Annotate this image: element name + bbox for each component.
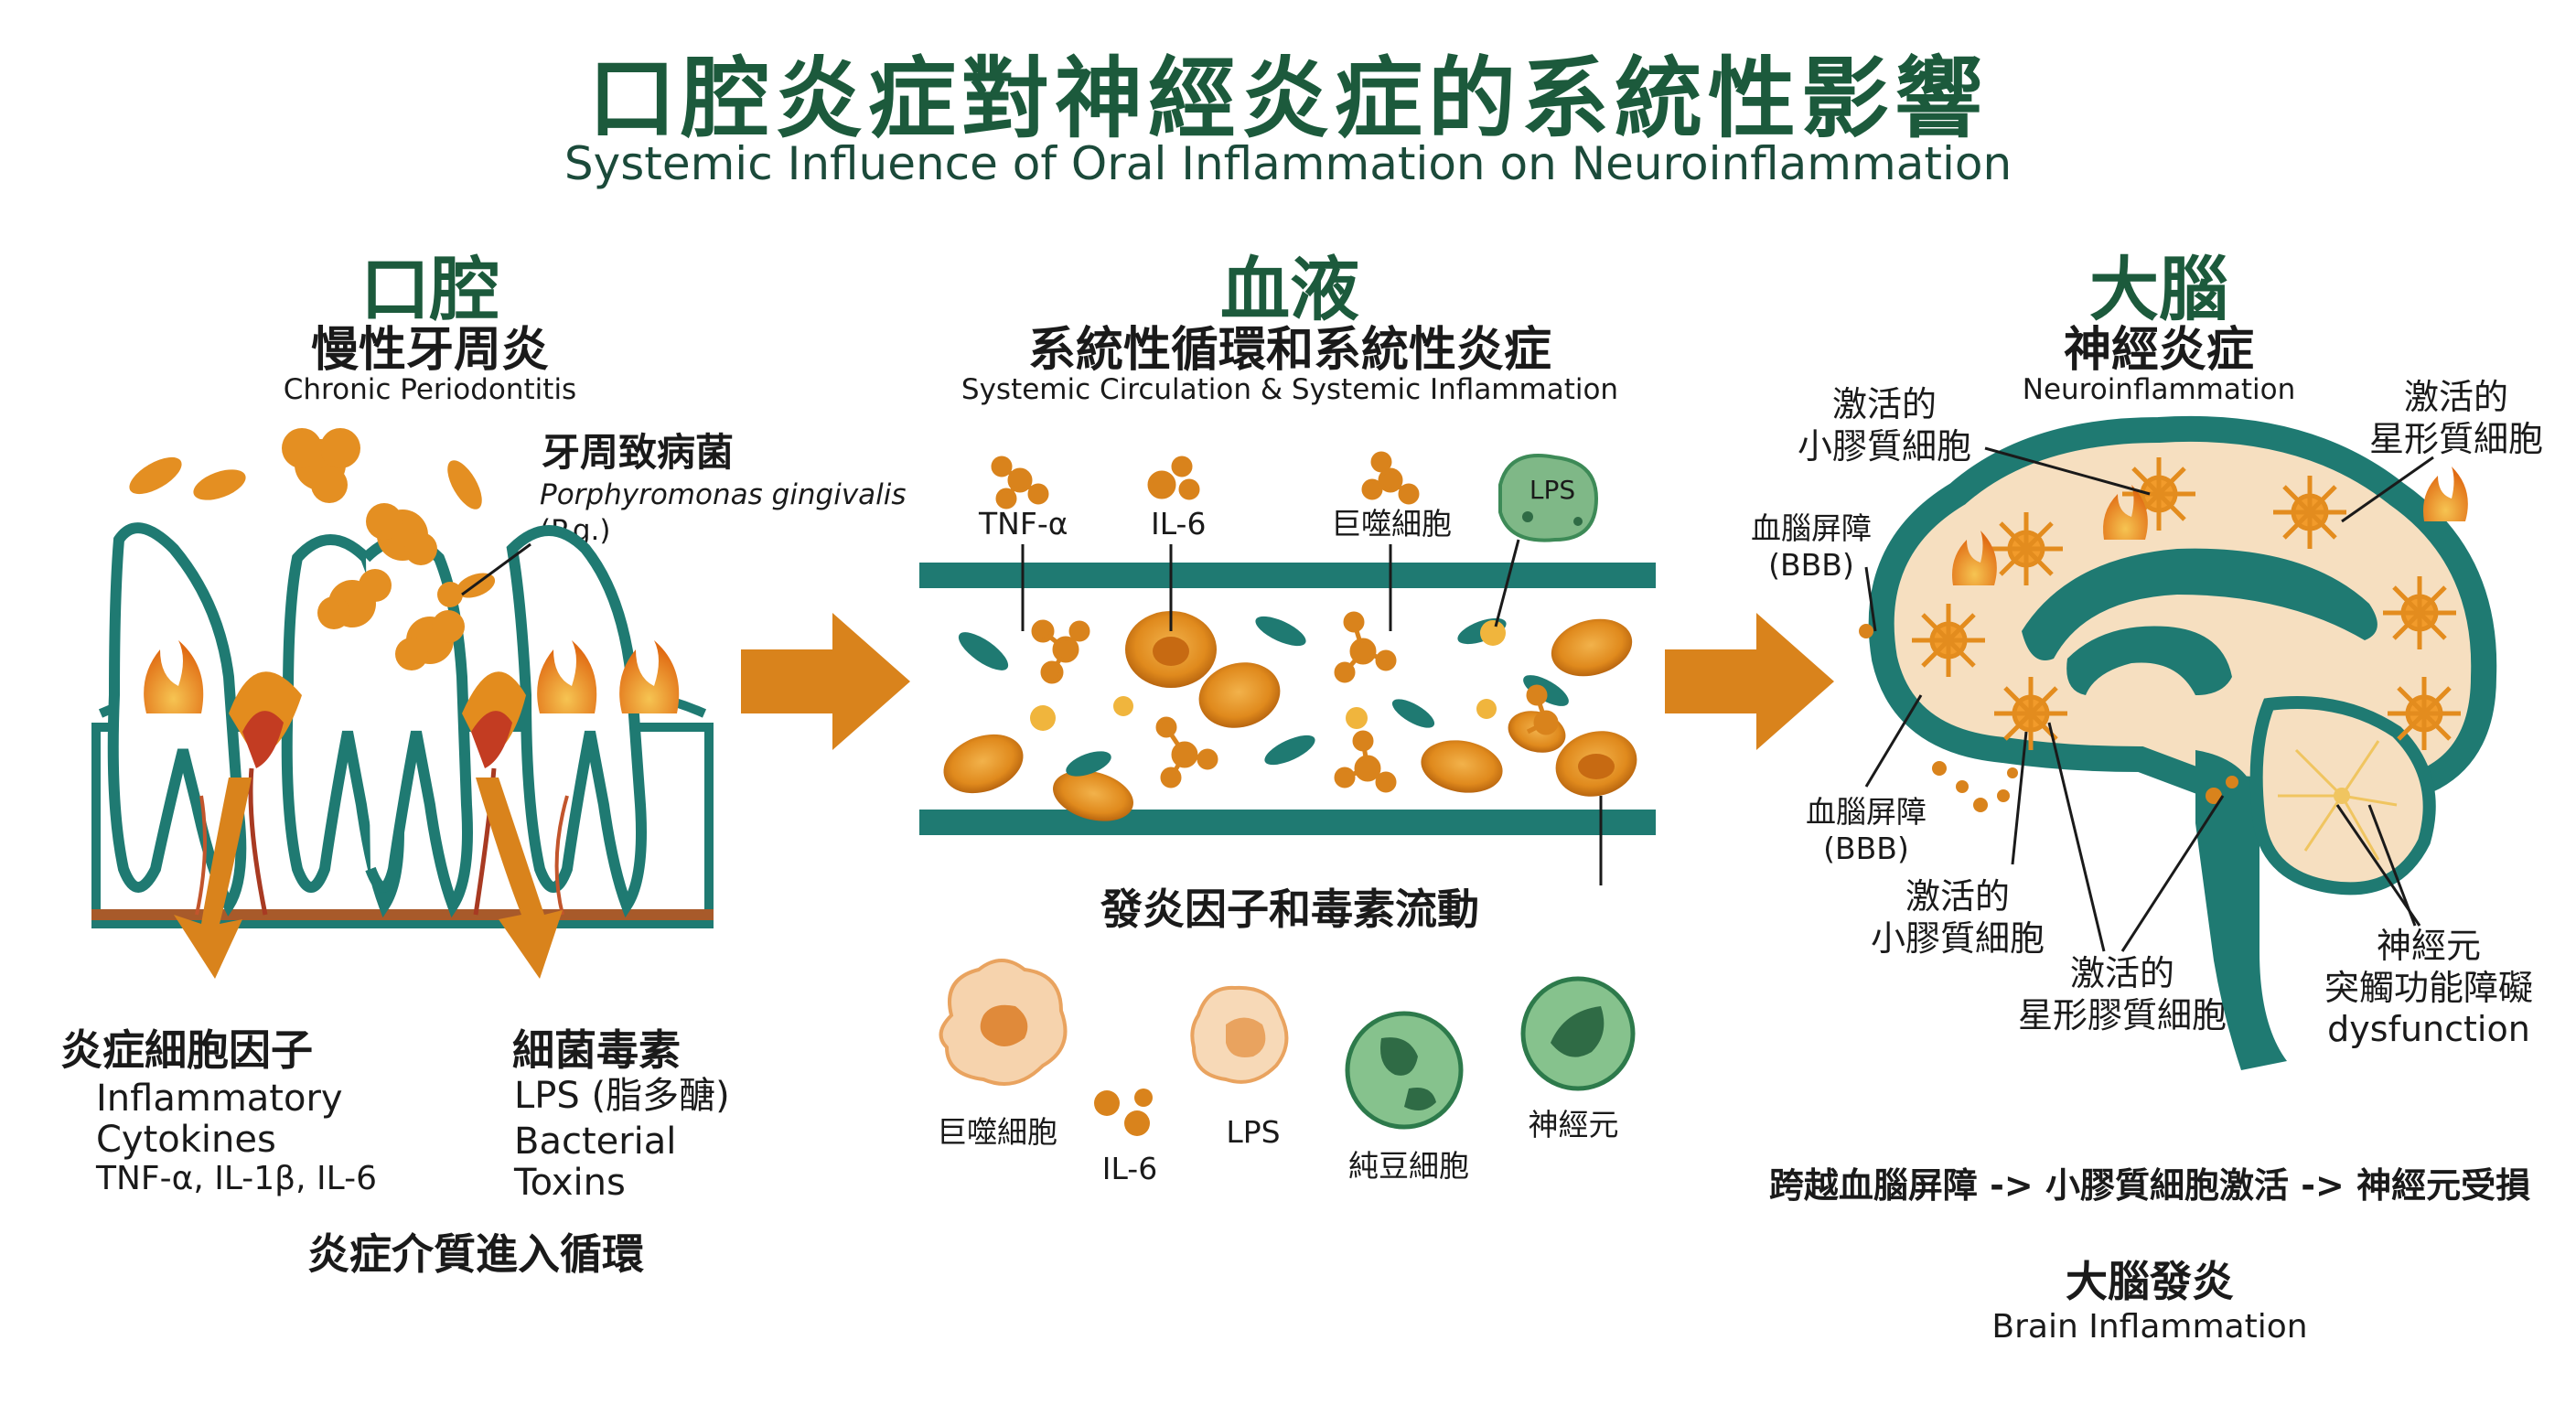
blood-label-tnf: TNF-α: [979, 506, 1068, 542]
legend-il6-dots: [1094, 1089, 1153, 1136]
legend-neutrophil-cell: [1345, 1011, 1464, 1130]
lps-particle: LPS: [1498, 454, 1599, 542]
legend-macrophage-label: 巨噬細胞: [937, 1114, 1057, 1150]
brain-microglia-bottom: 激活的 小膠質細胞: [1870, 876, 2045, 959]
legend-neuron-cell: [1520, 976, 1636, 1091]
brain-bbb-bottom: 血腦屏障 (BBB): [1806, 794, 1927, 866]
legend-lps-label: LPS: [1226, 1114, 1281, 1150]
brain-footer: 大腦發炎: [2066, 1257, 2234, 1306]
brain-neuron-dysfunction: 神經元 突觸功能障礙 dysfunction: [2324, 926, 2533, 1050]
brain-microglia-top: 激活的 小膠質細胞: [1797, 384, 1971, 467]
pathogen-label: 牙周致病菌: [542, 430, 735, 475]
oral-subtitle: 慢性牙周炎: [310, 323, 549, 378]
toxins-lps: LPS (脂多醣): [514, 1075, 730, 1117]
blood-label-macrophage: 巨噬細胞: [1331, 506, 1452, 542]
brain-astro-bottom: 激活的 星形膠質細胞: [2017, 953, 2227, 1035]
toxins-title: 細菌毒素: [512, 1025, 681, 1075]
arrow-blood-to-brain: [1665, 613, 1834, 750]
brain-title: 大腦: [2089, 249, 2228, 330]
oral-title: 口腔: [360, 249, 499, 330]
page-title: 口腔炎症對神經炎症的系統性影響: [588, 48, 1988, 150]
arrow-oral-to-blood: [741, 613, 910, 750]
toxins-en-1: Bacterial: [514, 1121, 677, 1163]
legend-lps-cell: [1190, 985, 1289, 1084]
cytokines-list: TNF-α, IL-1β, IL-6: [96, 1160, 377, 1197]
brain-astro-top: 激活的 星形質細胞: [2368, 377, 2543, 459]
blood-label-il6: IL-6: [1151, 506, 1207, 542]
brain-subtitle-en: Neuroinflammation: [2022, 373, 2296, 406]
blood-subtitle-en: Systemic Circulation & Systemic Inflamma…: [961, 373, 1619, 406]
legend-neuron-label: 神經元: [1528, 1107, 1619, 1142]
brain-pathway: 跨越血腦屏障 -> 小膠質細胞激活 -> 神經元受損: [1768, 1165, 2531, 1206]
legend-macrophage-cell: [939, 959, 1068, 1086]
brain-subtitle: 神經炎症: [2063, 323, 2254, 378]
cytokines-title: 炎症細胞因子: [60, 1025, 313, 1075]
cytokines-en-2: Cytokines: [96, 1119, 276, 1161]
blood-title: 血液: [1220, 249, 1359, 330]
oral-footer: 炎症介質進入循環: [307, 1229, 644, 1279]
blood-subtitle: 系統性循環和系統性炎症: [1027, 323, 1551, 378]
legend-macrophage-nucleus: [980, 1004, 1028, 1046]
legend-neutrophil-label: 純豆細胞: [1348, 1148, 1469, 1184]
pathogen-abbr: (P.g.): [540, 514, 611, 547]
oral-subtitle-en: Chronic Periodontitis: [283, 373, 577, 406]
cytokines-en-1: Inflammatory: [96, 1078, 343, 1120]
flow-caption: 發炎因子和毒素流動: [1100, 885, 1479, 934]
toxins-en-2: Toxins: [514, 1162, 626, 1204]
brain-footer-en: Brain Inflammation: [1991, 1308, 2308, 1346]
page-subtitle: Systemic Influence of Oral Inflammation …: [564, 137, 2012, 190]
pathogen-name: Porphyromonas gingivalis: [540, 478, 907, 511]
legend-il6-label: IL-6: [1101, 1151, 1158, 1186]
lps-blob-label: LPS: [1530, 475, 1575, 505]
brain-bbb-top: 血腦屏障 (BBB): [1751, 510, 1872, 583]
